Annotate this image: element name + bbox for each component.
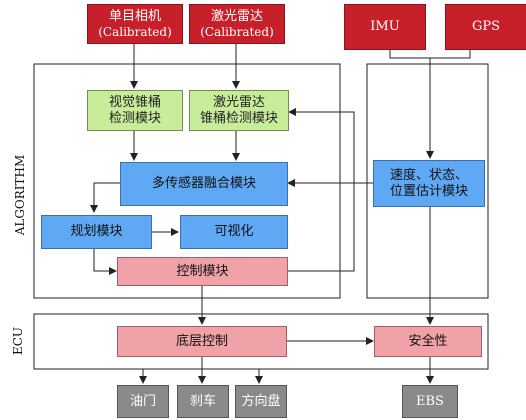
control-label: 控制模块 [176,263,229,279]
ebs-label: EBS [416,393,444,409]
edge-fusion-planning [90,182,120,213]
visualization-node: 可视化 [180,215,288,249]
planning-node: 规划模块 [41,215,152,249]
edge-lowlevel-steering [202,368,263,384]
visual-cone-line1: 视觉锥桶 [108,94,161,110]
safety-label: 安全性 [408,333,448,349]
throttle-label: 油门 [129,393,156,409]
gps-label: GPS [471,19,501,35]
lidar-cone-line2: 锥桶检测模块 [199,110,278,126]
edge-gps-state [426,50,471,159]
algorithm-region-label: ALGORITHM [13,154,27,236]
steering-label: 方向盘 [241,393,281,409]
state-estimation-line1: 速度、状态、 [389,167,468,183]
throttle-node: 油门 [117,385,169,418]
brake-node: 刹车 [177,385,229,418]
sensor-fusion-node: 多传感器融合模块 [120,162,288,206]
visual-cone-detection-node: 视觉锥桶 检测模块 [87,90,183,131]
brake-label: 刹车 [189,393,216,409]
imu-node: IMU [344,4,426,50]
control-node: 控制模块 [117,257,288,286]
ebs-node: EBS [402,385,458,418]
sensor-fusion-label: 多传感器融合模块 [151,176,256,192]
lidar-title: 激光雷达 [210,9,263,24]
gps-node: GPS [445,4,526,50]
ecu-region-label: ECU [11,326,25,356]
algorithm-frame [33,63,341,299]
visual-cone-line2: 检测模块 [108,110,161,126]
edge-planning-control [93,249,117,275]
mono-camera-subtitle: (Calibrated) [98,24,172,39]
state-estimation-node: 速度、状态、 位置估计模块 [373,160,485,207]
mono-camera-title: 单目相机 [108,9,161,24]
low-level-control-node: 底层控制 [117,326,287,357]
lidar-cone-detection-node: 激光雷达 锥桶检测模块 [189,90,289,131]
edge-lowlevel-actuators [139,357,203,384]
lidar-subtitle: (Calibrated) [200,24,274,39]
imu-label: IMU [370,19,400,35]
mono-camera-node: 单目相机 (Calibrated) [87,4,183,44]
low-level-control-label: 底层控制 [175,333,228,349]
edge-imu-state [389,50,430,59]
state-estimation-line2: 位置估计模块 [389,183,468,199]
steering-node: 方向盘 [235,385,287,418]
visualization-label: 可视化 [214,224,254,240]
ecu-frame [33,313,489,370]
safety-node: 安全性 [374,326,482,357]
lidar-node: 激光雷达 (Calibrated) [189,4,285,44]
edge-control-feedback [288,108,355,272]
planning-label: 规划模块 [70,224,123,240]
lidar-cone-line1: 激光雷达 [212,94,265,110]
right-column-frame [366,63,489,299]
